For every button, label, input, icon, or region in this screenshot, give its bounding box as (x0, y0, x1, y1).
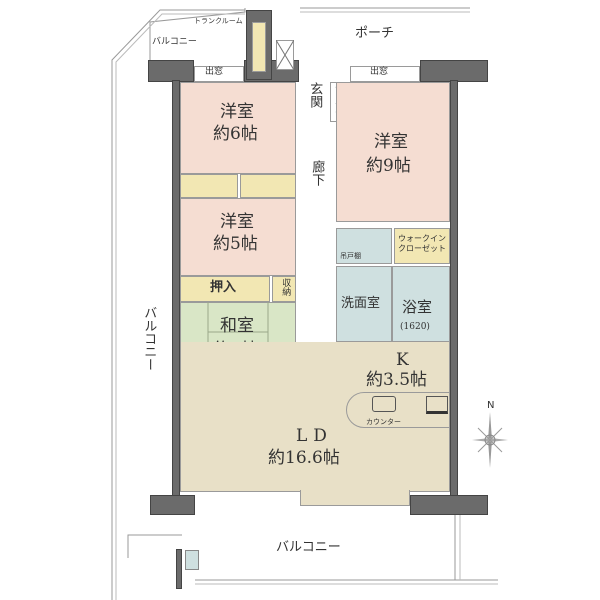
trunk-room (252, 22, 266, 72)
washroom (336, 266, 392, 342)
storage-label: 収納 (280, 278, 291, 296)
counter-label: カウンター (366, 418, 401, 426)
closet-1 (180, 174, 238, 198)
ld-name: LD (296, 426, 333, 446)
washroom-label: 洗面室 (341, 296, 381, 311)
sink-icon (372, 396, 396, 412)
western-room-6 (180, 82, 296, 174)
trunk-room-label: トランクルーム (194, 17, 243, 25)
storage (272, 276, 296, 302)
western-room-5-name: 洋室 (220, 212, 254, 232)
balcony-partition (176, 549, 182, 589)
porch-label: ポーチ (355, 26, 395, 41)
bathroom-size: (1620) (400, 322, 430, 332)
entrance-label: 玄関 (307, 82, 323, 108)
western-room-9-name: 洋室 (374, 132, 408, 152)
wall-top-left (148, 60, 194, 82)
walk-in-closet-label: ウォークイン クローゼット (398, 234, 446, 253)
oshiire (180, 276, 270, 302)
western-room-5 (180, 198, 296, 276)
japanese-room-name: 和室 (220, 316, 254, 336)
outdoor-unit (185, 550, 199, 570)
bay-window-left-label: 出窓 (205, 67, 224, 77)
wall-right (450, 80, 458, 500)
hanging-cabinet-label: 吊戸棚 (340, 252, 361, 260)
bathroom-name: 浴室 (402, 298, 433, 316)
kitchen-name: K (396, 350, 409, 370)
wall-top-right (420, 60, 488, 82)
bay-window-left (194, 66, 244, 82)
kitchen-size: 約3.5帖 (366, 370, 428, 390)
wall-bottom-left (150, 495, 195, 515)
trunk-room-wall (246, 10, 272, 80)
ld-size: 約16.6帖 (268, 448, 340, 468)
wall-bottom-right (410, 495, 488, 515)
western-room-6-size: 約6帖 (213, 124, 258, 144)
balcony-left-label: バルコニー (141, 306, 157, 371)
corridor-label: 廊下 (309, 160, 325, 186)
bathroom (392, 266, 450, 342)
kitchen-counter (346, 392, 450, 428)
ld-bay (300, 490, 410, 506)
stove-icon (426, 396, 448, 414)
compass-label: N (487, 400, 495, 411)
bay-window-right-label: 出窓 (370, 67, 389, 77)
western-room-9-size: 約9帖 (366, 156, 411, 176)
oshiire-label: 押入 (210, 280, 237, 295)
balcony-bottom-label: バルコニー (276, 540, 341, 555)
balcony-top-label: バルコニー (152, 37, 197, 47)
closet-2 (240, 174, 296, 198)
western-room-5-size: 約5帖 (213, 234, 258, 254)
compass-icon (472, 412, 508, 468)
wall-left (172, 80, 180, 500)
bay-window-right (350, 66, 420, 82)
pipe-shaft-cross (276, 40, 294, 70)
western-room-6-name: 洋室 (220, 102, 254, 122)
toilet (336, 228, 392, 264)
western-room-9 (336, 82, 450, 222)
walk-in-closet (394, 228, 450, 264)
